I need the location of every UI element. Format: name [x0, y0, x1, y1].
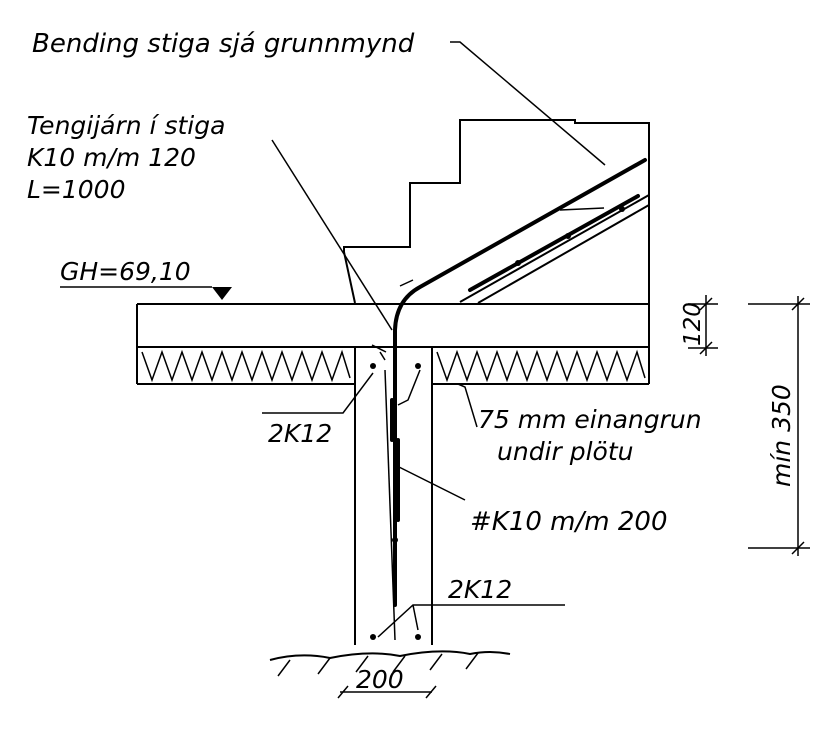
upper-bars-label: 2K12	[268, 419, 332, 448]
level-marker-icon	[212, 287, 232, 300]
bar-dot-upper-right	[415, 363, 421, 369]
connector-note-line1: Tengijárn í stiga	[27, 111, 225, 140]
bar-dot	[392, 537, 398, 543]
wall-rebar	[370, 338, 421, 641]
wall-thickness-dimension: 200	[356, 665, 404, 694]
dim-wall-200	[337, 685, 437, 699]
stair-underside	[459, 194, 650, 304]
connector-note-line2: K10 m/m 120	[27, 143, 196, 172]
leader-lines	[60, 41, 606, 638]
wall-mesh-label: #K10 m/m 200	[470, 507, 668, 537]
stair-rebar	[393, 158, 647, 342]
min-depth-dimension: mín 350	[767, 384, 796, 487]
stair-bending-note: Bending stiga sjá grunnmynd	[32, 29, 415, 59]
insulation-layer	[137, 349, 649, 385]
lower-bars-label: 2K12	[448, 575, 512, 604]
stair-outline	[343, 119, 650, 304]
stair-bar-dot	[619, 206, 625, 212]
connector-note-line3: L=1000	[27, 175, 126, 204]
ground-line	[269, 650, 511, 677]
bar-dot-lower-left	[370, 634, 376, 640]
bar-dot-upper-left	[370, 363, 376, 369]
slab-thickness-dimension: 120	[680, 302, 706, 346]
dim-slab-120	[688, 295, 718, 356]
dim-min-350	[748, 296, 810, 556]
bar-dot-lower-right	[415, 634, 421, 640]
insulation-label-line2: undir plötu	[497, 437, 634, 466]
stair-bar-dot	[515, 260, 521, 266]
stair-bar-dot	[565, 233, 571, 239]
floor-level-label: GH=69,10	[60, 257, 191, 286]
insulation-label-line1: 75 mm einangrun	[478, 405, 702, 434]
